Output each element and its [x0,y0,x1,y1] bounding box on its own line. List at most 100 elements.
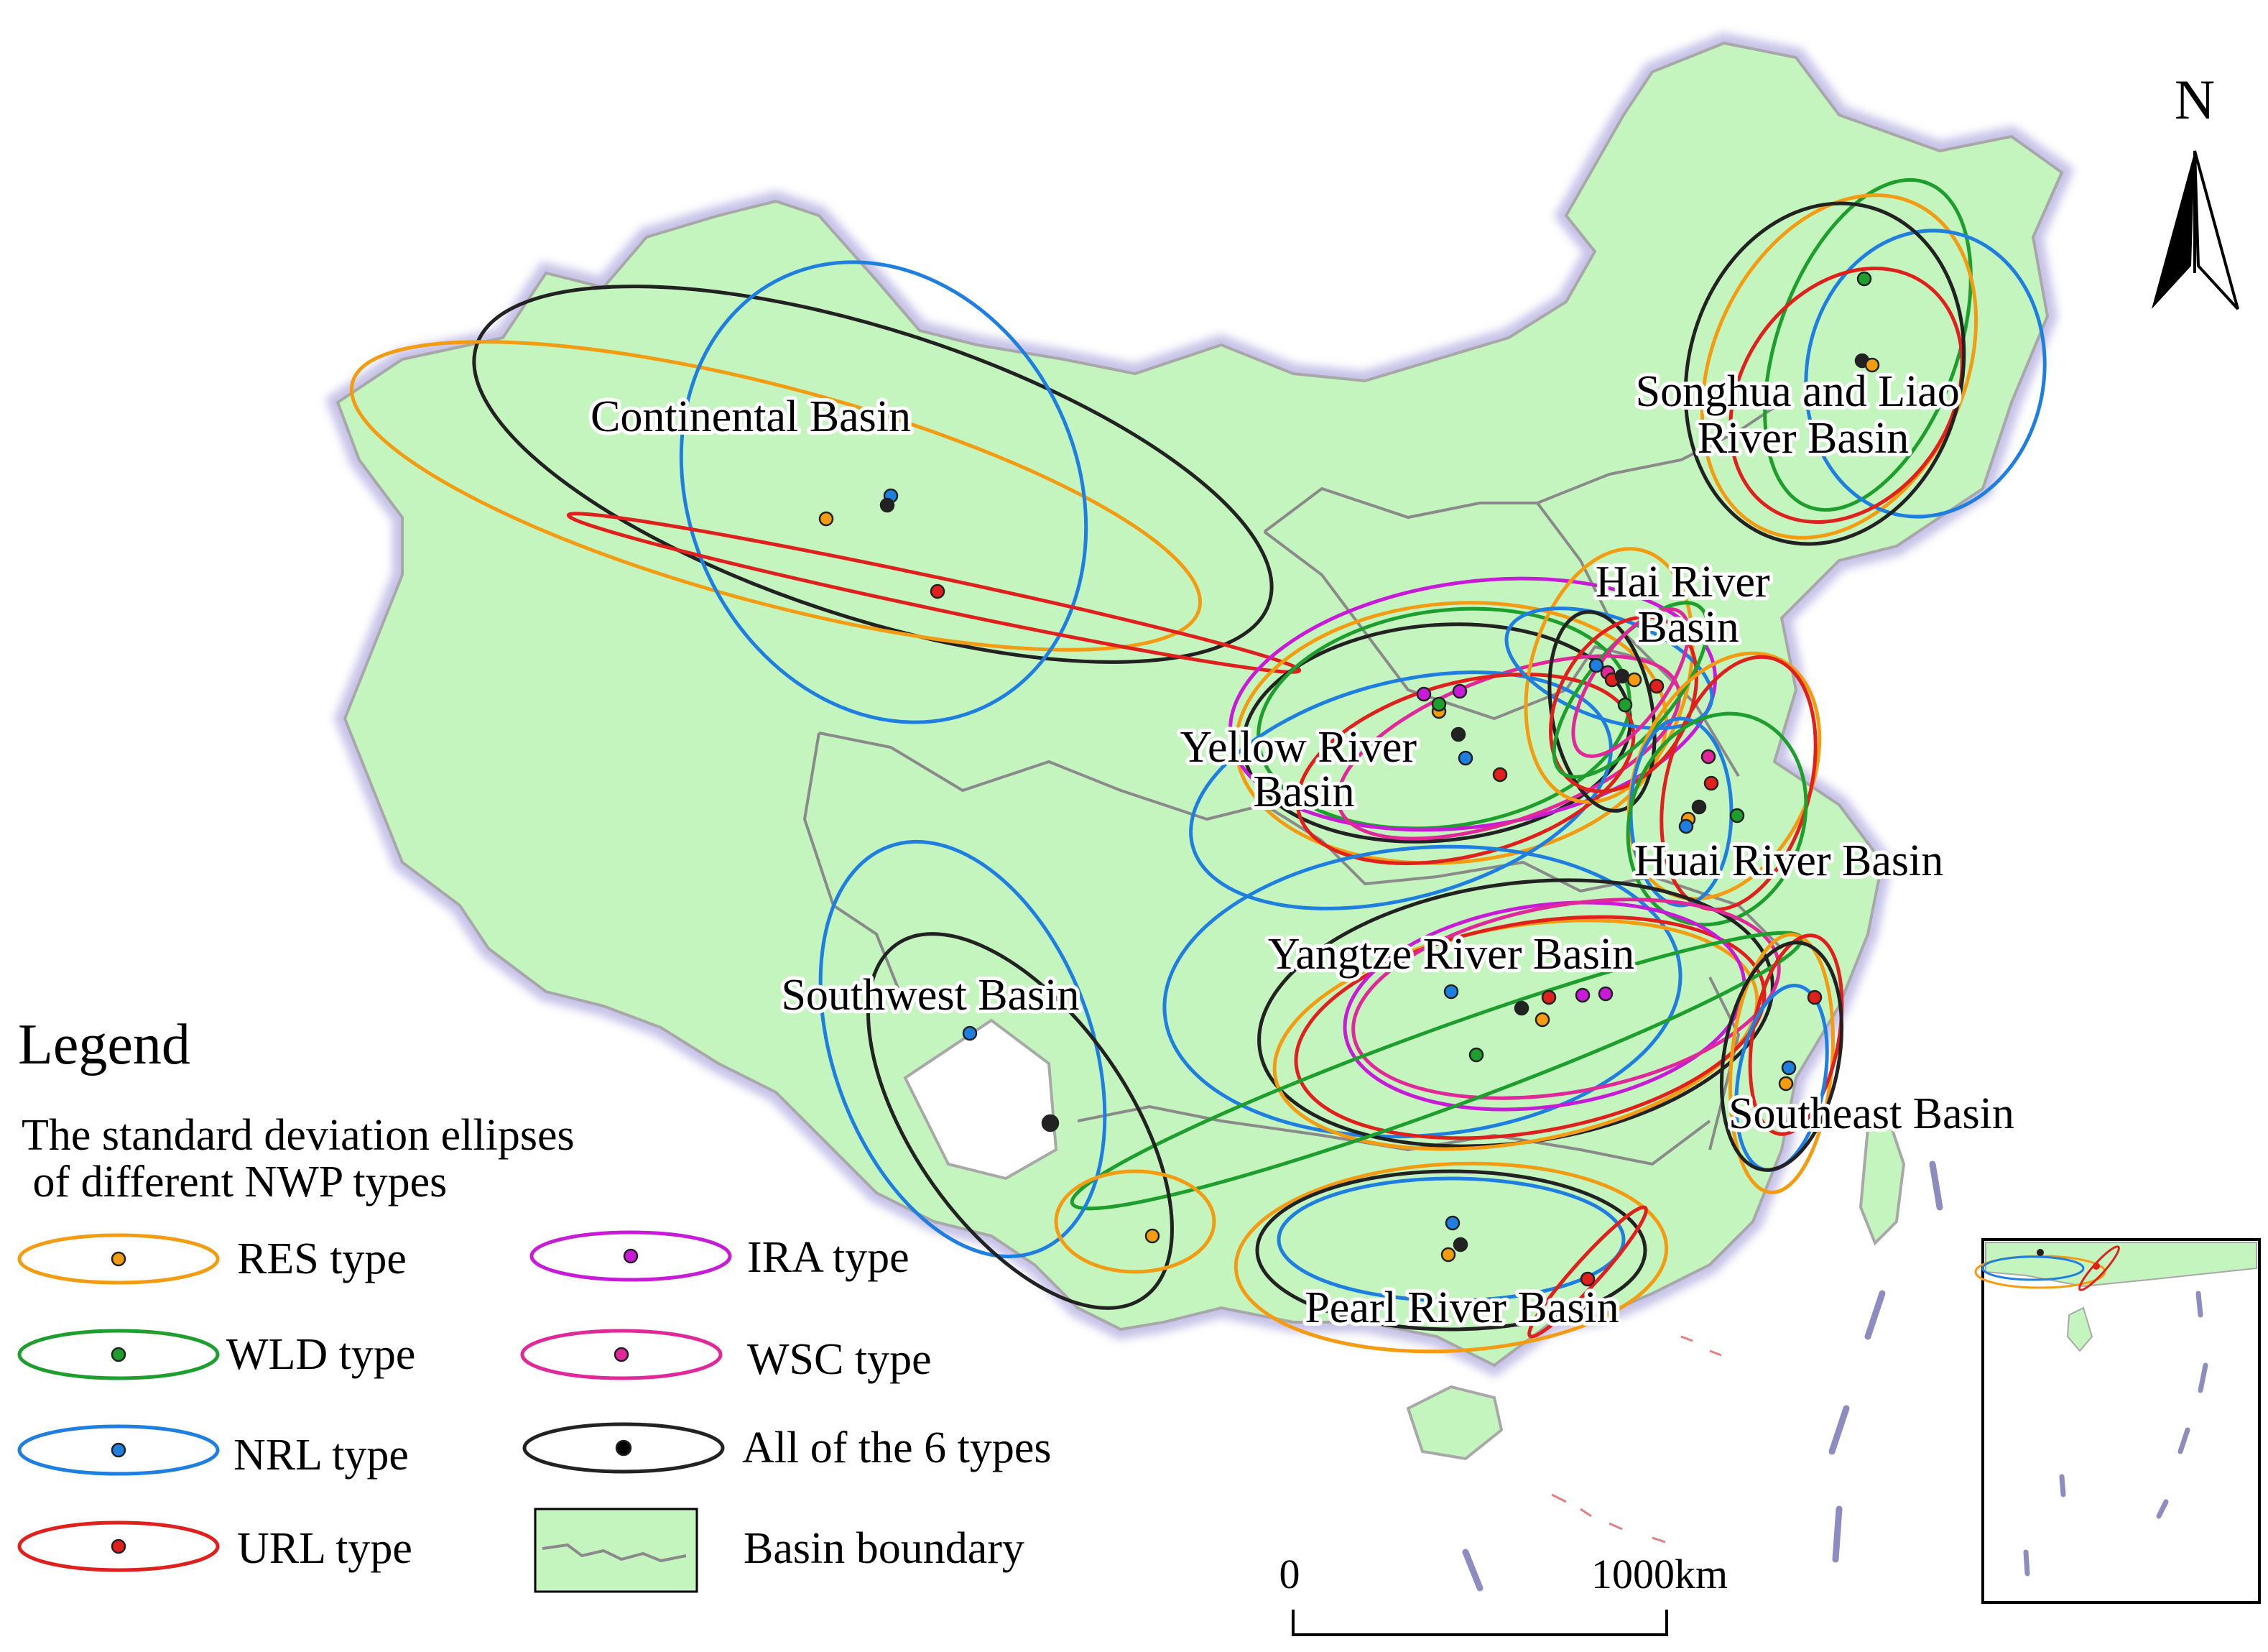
legend-item-all: All of the 6 types [522,1422,1052,1474]
center-songhua-wld [1856,271,1872,287]
wld-ellipse-icon [17,1329,220,1380]
north-arrow: N [2152,68,2239,310]
legend-label-res: RES type [237,1235,407,1283]
ellipse-songhua-nrl [1804,229,2047,519]
center-huai-nrl [1678,818,1694,834]
wsc-ellipse-icon [520,1329,723,1380]
ellipse-pearl-all [1255,1169,1647,1332]
center-continental-res [818,511,834,527]
ellipse-continental-res [350,340,1202,652]
all-ellipse-icon [522,1422,725,1474]
legend-title: Legend [18,1013,190,1076]
nine-dash-line [1462,1160,1943,1592]
label-southwest: Southwest Basin [781,971,1079,1020]
center-pearl-url [1580,1271,1596,1287]
legend-label-all: All of the 6 types [742,1423,1052,1472]
center-hai-nrl [1588,657,1604,673]
center-huai-wld [1729,808,1745,823]
legend-label-basin-boundary: Basin boundary [744,1524,1024,1573]
legend-label-nrl: NRL type [233,1431,409,1480]
hainan-island [1406,1385,1504,1461]
label-pearl: Pearl River Basin [1305,1283,1619,1332]
center-yellow-url [1492,767,1508,783]
center-yangtze-nrl [1443,984,1459,1000]
north-arrow-right-icon [2193,150,2239,310]
label-yangtze: Yangtze River Basin [1268,930,1634,979]
ellipse-pearl-nrl [1277,1176,1626,1303]
center-huai-wsc [1700,749,1716,765]
center-yellow-nrl [1458,750,1473,766]
center-yangtze-wsc [1598,986,1614,1002]
label-hai: Hai River Basin [1596,558,1781,652]
legend-item-nrl: NRL type [17,1424,409,1480]
label-huai: Huai River Basin [1634,836,1944,885]
center-huai-url [1703,775,1719,791]
legend-item-wsc: WSC type [520,1329,932,1384]
ellipse-continental-nrl [679,260,1088,724]
ellipse-continental-all [472,285,1274,664]
center-yellow-ira [1416,686,1432,702]
center-southwest-res [1144,1228,1160,1244]
center-southwest-all [1041,1114,1060,1132]
center-southeast-url [1807,989,1823,1005]
basin-labels: Continental Basin Songhua and Liao River… [587,364,2018,1336]
url-ellipse-icon [17,1521,220,1572]
center-hai-all [1614,668,1630,684]
ellipse-yellow-ira [1228,576,1718,832]
nrl-ellipse-icon [17,1424,220,1476]
center-yellow-wsc [1452,683,1468,699]
center-pearl-res [1440,1247,1456,1263]
ellipse-songhua-wld [1763,177,1973,512]
legend-label-wld: WLD type [226,1330,415,1379]
center-yellow-all [1450,726,1466,742]
center-continental-url [930,583,945,599]
ellipse-yellow-wld [1256,606,1631,831]
label-continental: Continental Basin [591,392,911,441]
scale-start-label: 0 [1279,1551,1300,1597]
north-arrow-left-icon [2152,151,2195,309]
ellipse-yellow-wsc [1336,654,1681,841]
center-pearl-nrl [1445,1215,1461,1231]
center-southeast-nrl [1781,1060,1797,1076]
legend-item-res: RES type [17,1233,407,1285]
legend: Legend The standard deviation ellipses o… [17,1013,1052,1593]
legend-item-wld: WLD type [17,1329,415,1380]
center-huai-all [1691,799,1707,815]
legend-label-wsc: WSC type [747,1335,932,1384]
center-hai-url2 [1649,678,1665,694]
ellipse-songhua-url [1728,267,1964,524]
center-hai-wld [1617,697,1633,713]
taiwan-island [1859,1119,1906,1246]
inset-map [1974,1238,2261,1604]
scale-bar: 0 1000km [1279,1551,1728,1636]
ellipse-centers [818,271,1880,1287]
legend-item-basin-boundary: Basin boundary [534,1508,1024,1593]
center-yangtze-url [1541,989,1557,1005]
label-yellow: Yellow River Basin [1180,723,1427,816]
ellipse-hai-res [1524,547,1695,804]
sd-ellipses [350,177,2047,1354]
ellipse-southwest-all [866,932,1174,1310]
label-songhua-liao: Songhua and Liao River Basin [1636,367,1971,463]
center-southwest-nrl [962,1025,978,1041]
legend-label-ira: IRA type [747,1233,909,1282]
ellipse-southeast-all [1719,941,1844,1172]
ellipse-yangtze-nrl [1162,844,1683,1139]
center-southeast-res [1778,1076,1794,1092]
ellipse-yellow-url [1295,672,1636,866]
center-yangtze-wld [1468,1047,1484,1063]
center-hai-res [1626,672,1642,688]
label-southeast: Southeast Basin [1728,1089,2014,1138]
ellipse-southwest-res [1054,1169,1216,1274]
center-pearl-all [1453,1237,1468,1252]
ellipse-yangtze-ira [1343,900,1746,1112]
center-songhua-res [1864,357,1880,373]
legend-item-url: URL type [17,1521,412,1573]
north-label: N [2175,68,2215,131]
legend-item-ira: IRA type [529,1230,909,1282]
ellipse-yellow-nrl [1189,670,1613,910]
legend-label-url: URL type [237,1524,412,1573]
ellipse-songhua-all [1683,201,1966,546]
ellipse-continental-url [566,512,1302,674]
